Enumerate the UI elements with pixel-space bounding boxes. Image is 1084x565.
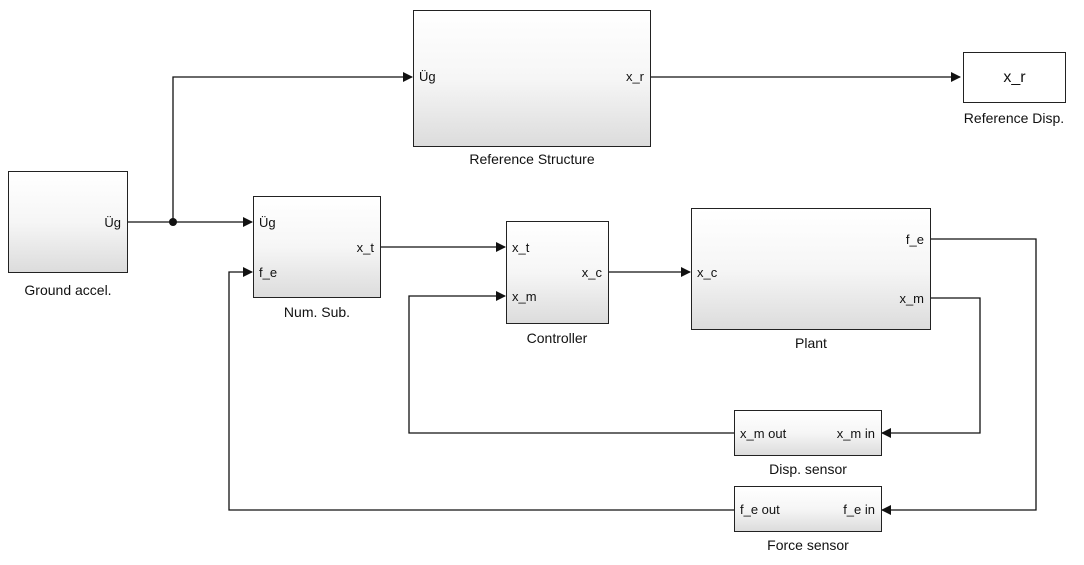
disp-sensor-out-port: x_m out <box>740 426 787 441</box>
plant-in-port: x_c <box>697 265 718 280</box>
num-sub-in-port-ug: Üg <box>259 215 276 230</box>
disp-sensor-in-port: x_m in <box>836 426 875 441</box>
plant-block[interactable]: x_c f_e x_m <box>691 208 931 330</box>
branch-point <box>169 218 177 226</box>
wire-plant-to-force-sensor <box>881 238 1037 515</box>
ground-accel-out-port: Üg <box>104 215 121 230</box>
force-sensor-out-port: f_e out <box>740 502 780 517</box>
controller-out-port: x_c <box>581 265 602 280</box>
num-sub-in-port-fe: f_e <box>259 265 278 280</box>
ground-accel-block[interactable]: Üg <box>8 171 128 273</box>
force-sensor-block[interactable]: f_e out f_e in <box>734 486 882 532</box>
num-sub-block[interactable]: Üg f_e x_t <box>253 196 381 298</box>
reference-structure-out-port: x_r <box>625 69 644 84</box>
controller-caption: Controller <box>526 330 588 346</box>
wire-ground-to-reference <box>172 72 413 222</box>
wire-force-sensor-to-numsub <box>228 267 735 511</box>
ground-accel-caption: Ground accel. <box>24 282 112 298</box>
plant-out-port-fe: f_e <box>905 232 924 247</box>
num-sub-out-port: x_t <box>356 240 374 255</box>
controller-block[interactable]: x_t x_m x_c <box>506 221 609 324</box>
plant-caption: Plant <box>795 335 827 351</box>
reference-disp-block[interactable]: x_r <box>963 52 1066 103</box>
plant-out-port-xm: x_m <box>899 291 924 306</box>
disp-sensor-caption: Disp. sensor <box>769 461 847 477</box>
reference-structure-caption: Reference Structure <box>469 151 595 167</box>
force-sensor-caption: Force sensor <box>767 537 849 553</box>
wire-disp-sensor-to-controller <box>408 291 735 434</box>
force-sensor-in-port: f_e in <box>843 502 875 517</box>
reference-structure-block[interactable]: Üg x_r <box>413 10 651 147</box>
reference-structure-in-port: Üg <box>419 69 436 84</box>
wire-plant-to-disp-sensor <box>881 297 981 438</box>
disp-sensor-block[interactable]: x_m out x_m in <box>734 410 882 456</box>
controller-in-port-xm: x_m <box>512 289 537 304</box>
num-sub-caption: Num. Sub. <box>283 304 351 320</box>
reference-disp-label: x_r <box>1003 68 1026 86</box>
reference-disp-caption: Reference Disp. <box>963 110 1065 126</box>
controller-in-port-xt: x_t <box>512 240 530 255</box>
